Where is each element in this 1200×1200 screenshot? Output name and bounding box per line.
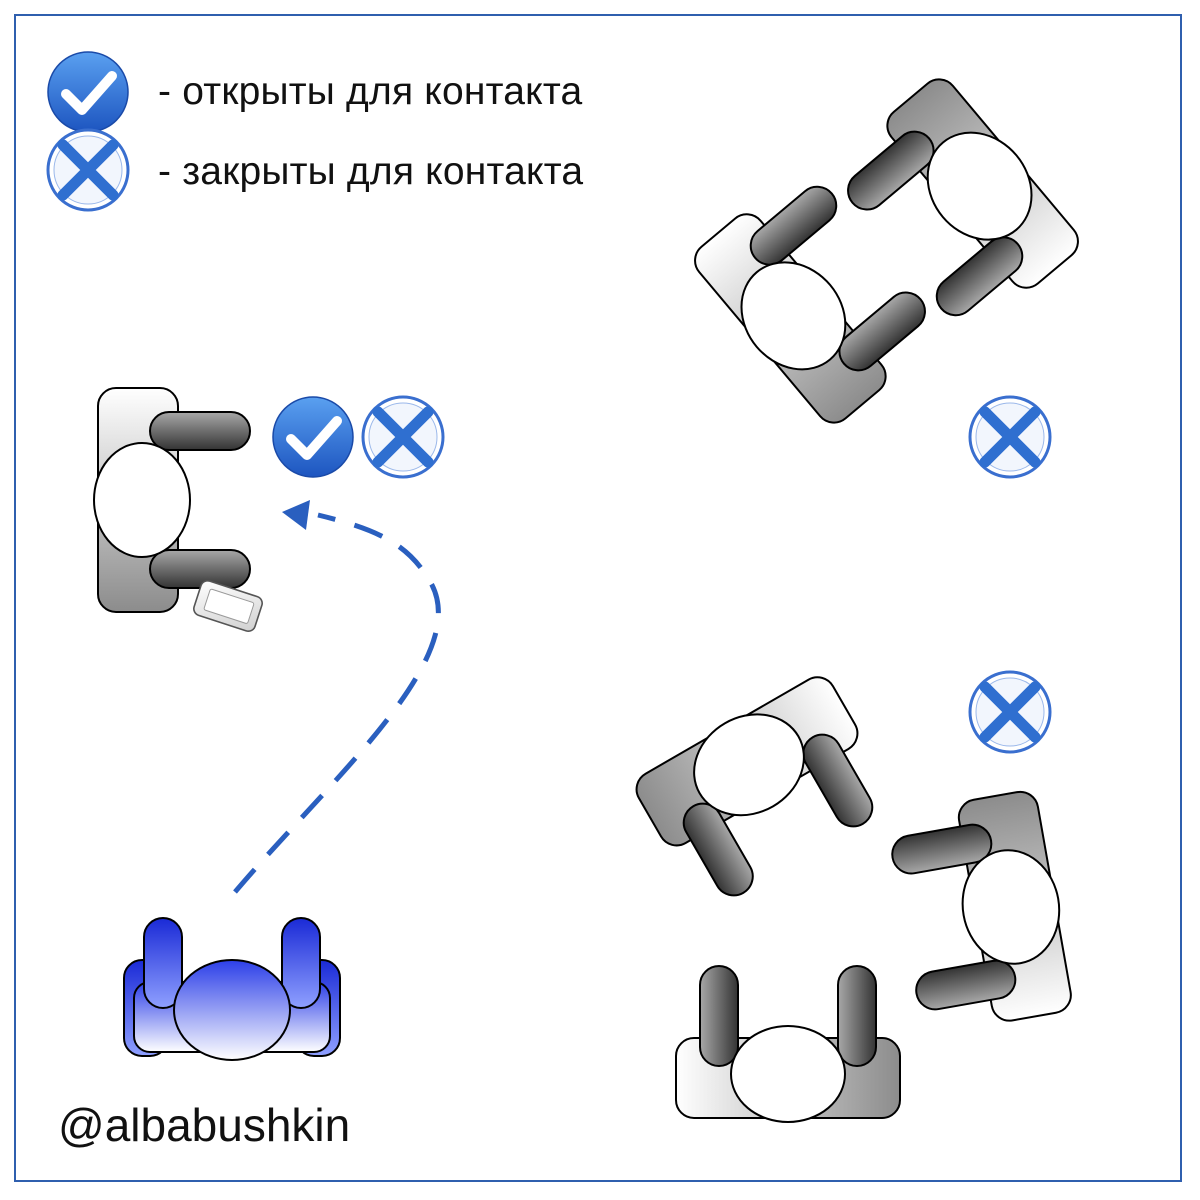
phone-icon	[193, 580, 263, 632]
person-observer	[123, 917, 341, 1061]
author-handle: @albabushkin	[58, 1099, 351, 1151]
diagram-frame	[14, 14, 1182, 1182]
person-figure	[823, 68, 1090, 343]
legend-open-text: - открыты для контакта	[158, 70, 583, 113]
person-figure	[627, 666, 901, 916]
legend-cross-icon	[48, 130, 128, 210]
person-contact-target	[93, 387, 263, 632]
legend-closed-text: - закрыты для контакта	[158, 150, 584, 193]
person-figure	[93, 387, 251, 613]
legend-check-icon	[48, 52, 128, 132]
status-closed-icon	[970, 672, 1050, 752]
status-closed-icon	[970, 397, 1050, 477]
person-figure	[683, 159, 950, 434]
person-figure	[675, 965, 901, 1123]
person-pair-top-right	[683, 68, 1090, 434]
person-figure	[884, 787, 1079, 1038]
status-closed-icon	[363, 397, 443, 477]
approach-path	[233, 512, 441, 894]
status-open-icon	[273, 397, 353, 477]
arrowhead-icon	[282, 500, 310, 530]
